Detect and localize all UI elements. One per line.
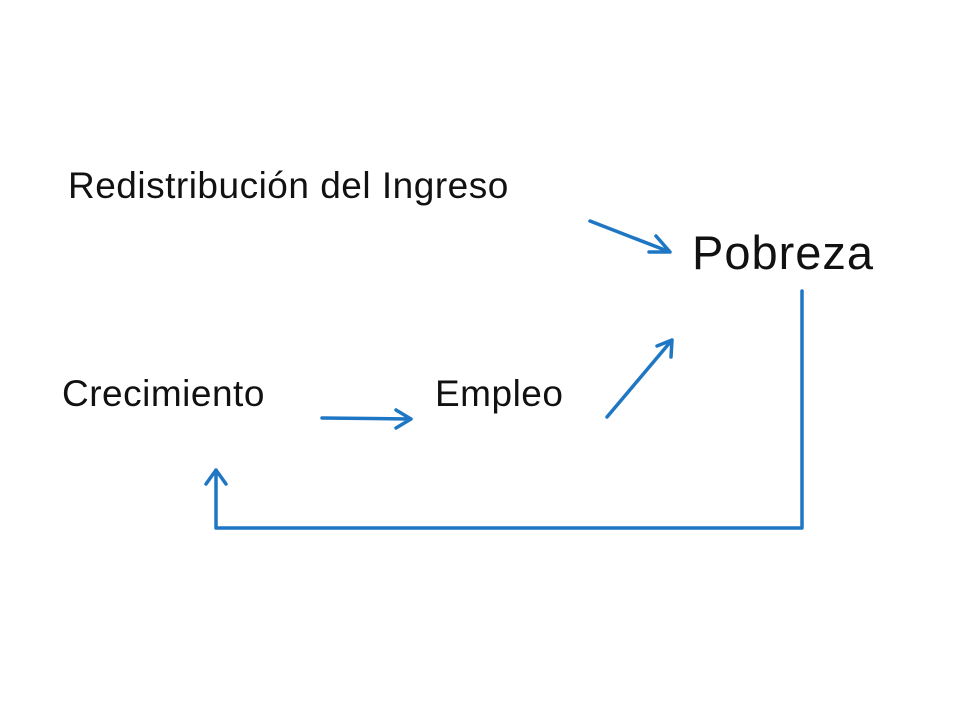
arrow-redistribucion-to-pobreza (588, 219, 672, 254)
node-redistribucion-del-ingreso: Redistribución del Ingreso (68, 165, 509, 206)
arrow-empleo-to-pobreza (605, 338, 674, 419)
node-pobreza: Pobreza (692, 226, 875, 279)
node-empleo: Empleo (435, 373, 564, 414)
node-crecimiento: Crecimiento (62, 373, 265, 414)
arrow-pobreza-to-crecimiento-loop (204, 289, 804, 530)
arrow-crecimiento-to-empleo (320, 408, 413, 430)
